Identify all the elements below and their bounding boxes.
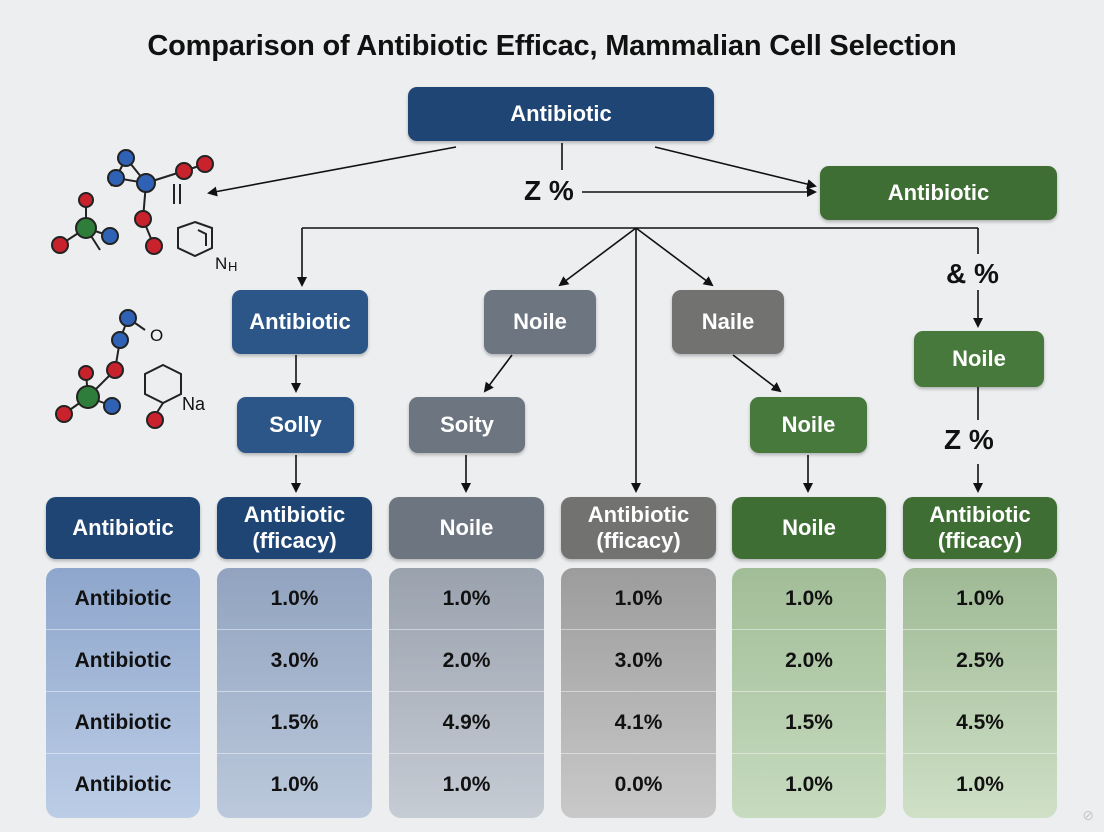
table-cell: 1.5% xyxy=(732,692,886,754)
table-cell: 1.5% xyxy=(217,692,372,754)
table-cell: 1.0% xyxy=(389,568,544,630)
node-l2-naile: Naile xyxy=(672,290,784,354)
page-title: Comparison of Antibiotic Efficac, Mammal… xyxy=(147,30,957,62)
benzene-ring-2-icon xyxy=(144,363,182,429)
table-cell: 2.0% xyxy=(389,630,544,692)
table-cell: 1.0% xyxy=(785,772,833,796)
table-column-row-labels: Antibiotic Antibiotic Antibiotic Antibio… xyxy=(46,568,200,818)
molecule-atom-h: H xyxy=(228,259,238,274)
pct-center-label: Z % xyxy=(524,175,574,206)
row-label: Antibiotic xyxy=(74,772,172,796)
table-cell: 1.0% xyxy=(442,772,491,796)
table-cell: 2.5% xyxy=(903,630,1057,692)
table-cell: 1.0% xyxy=(903,568,1057,630)
node-l3-noile: Noile xyxy=(750,397,867,453)
node-l2-antibiotic: Antibiotic xyxy=(232,290,368,354)
table-cell: 1.0% xyxy=(270,772,319,796)
table-cell: 4.9% xyxy=(389,692,544,754)
table-column-5: 1.0% 2.5% 4.5% 1.0% xyxy=(903,568,1057,818)
table-cell: 2.0% xyxy=(732,630,886,692)
molecule-atom-o: O xyxy=(150,326,164,345)
watermark-icon: ⊘ xyxy=(1082,807,1094,823)
row-label: Antibiotic xyxy=(46,568,200,630)
node-l3-soity: Soity xyxy=(409,397,525,453)
node-l2-noile: Noile xyxy=(484,290,596,354)
molecule-1-icon xyxy=(51,149,214,255)
node-top-antibiotic: Antibiotic xyxy=(408,87,714,141)
table-header-noile-2: Noile xyxy=(732,497,886,559)
table-cell: 0.0% xyxy=(614,772,663,796)
table-column-3: 1.0% 3.0% 4.1% 0.0% xyxy=(561,568,716,818)
row-label: Antibiotic xyxy=(46,630,200,692)
molecule-2-icon xyxy=(55,309,146,423)
molecule-atom-n: N xyxy=(215,254,228,273)
node-l2-noile-right: Noile xyxy=(914,331,1044,387)
benzene-ring-1-icon xyxy=(177,220,213,258)
node-l3-solly: Solly xyxy=(237,397,354,453)
pct-right-top-label: & % xyxy=(946,258,999,289)
table-cell: 1.0% xyxy=(217,568,372,630)
table-column-2: 1.0% 2.0% 4.9% 1.0% xyxy=(389,568,544,818)
table-cell: 4.1% xyxy=(561,692,716,754)
molecule-atom-na: Na xyxy=(182,394,206,414)
table-header-antibiotic: Antibiotic xyxy=(46,497,200,559)
table-header-efficacy-1: Antibiotic (fficacy) xyxy=(217,497,372,559)
table-column-4: 1.0% 2.0% 1.5% 1.0% xyxy=(732,568,886,818)
pct-right-mid-label: Z % xyxy=(944,424,994,455)
row-label: Antibiotic xyxy=(46,692,200,754)
table-header-efficacy-3: Antibiotic (fficacy) xyxy=(903,497,1057,559)
table-cell: 1.0% xyxy=(956,772,1004,796)
node-right-antibiotic: Antibiotic xyxy=(820,166,1057,220)
table-cell: 3.0% xyxy=(561,630,716,692)
table-cell: 3.0% xyxy=(217,630,372,692)
table-cell: 1.0% xyxy=(561,568,716,630)
table-cell: 4.5% xyxy=(903,692,1057,754)
table-header-efficacy-2: Antibiotic (fficacy) xyxy=(561,497,716,559)
table-header-noile-1: Noile xyxy=(389,497,544,559)
table-column-1: 1.0% 3.0% 1.5% 1.0% xyxy=(217,568,372,818)
table-cell: 1.0% xyxy=(732,568,886,630)
